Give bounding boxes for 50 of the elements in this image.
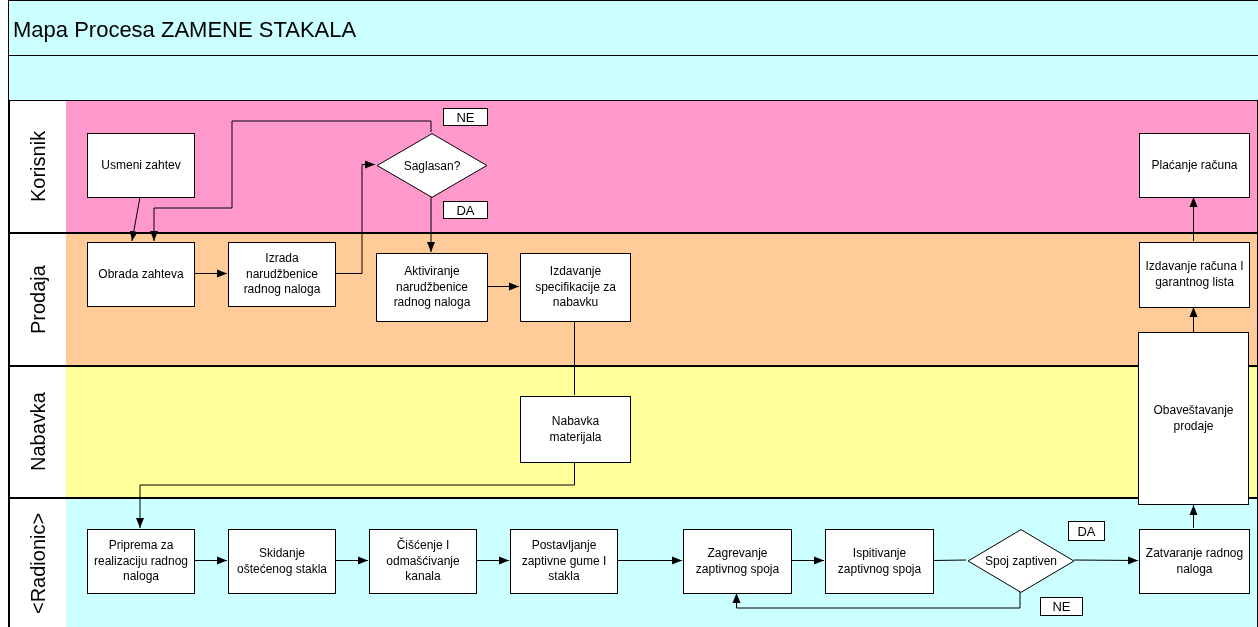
process-box: Izdavanje računa I garantnog lista <box>1139 242 1250 308</box>
arrow <box>1189 504 1198 529</box>
arrow <box>1189 306 1198 333</box>
process-box: Plaćanje računa <box>1139 133 1250 198</box>
arrow <box>1189 196 1198 242</box>
arrow <box>334 160 376 274</box>
process-box: Priprema za realizaciju radnog naloga <box>87 529 195 594</box>
lane-label: <Radionic> <box>9 499 66 627</box>
process-box: Nabavka materijala <box>520 396 631 463</box>
edge-label: NE <box>443 108 488 126</box>
arrow <box>193 556 228 565</box>
swimlane <box>8 100 1258 233</box>
process-box: Obrada zahteva <box>87 242 195 307</box>
arrow <box>1073 556 1139 565</box>
diagram-title: Mapa Procesa ZAMENE STAKALA <box>8 0 1258 56</box>
swimlane <box>8 233 1258 366</box>
connector-line <box>932 559 967 561</box>
lane-label: Nabavka <box>9 367 66 497</box>
arrow <box>334 556 369 565</box>
connector-line <box>574 320 575 396</box>
lane-label: Prodaja <box>9 234 66 365</box>
arrow <box>136 461 575 529</box>
process-box: Usmeni zahtev <box>87 133 195 198</box>
process-box: Čišćenje I odmašćivanje kanala <box>369 529 477 594</box>
edge-label: DA <box>443 201 488 219</box>
arrow <box>616 556 683 565</box>
swimlane <box>8 498 1258 627</box>
process-box: Zatvaranje radnog naloga <box>1139 529 1250 594</box>
arrow <box>427 196 435 253</box>
process-box: Postavljanje zaptivne gume I stakla <box>510 529 618 594</box>
process-box: Izdavanje specifikacije za nabavku <box>520 253 631 322</box>
arrow <box>732 591 1021 609</box>
process-box: Obaveštavanje prodaje <box>1138 332 1249 505</box>
arrow <box>193 269 228 278</box>
process-box: Ispitivanje zaptivnog spoja <box>825 529 934 594</box>
arrow <box>150 120 432 242</box>
arrow <box>475 556 510 565</box>
decision-diamond: Spoj zaptiven <box>967 529 1075 593</box>
arrow <box>129 196 141 242</box>
edge-label: NE <box>1040 597 1083 616</box>
decision-diamond: Saglasan? <box>376 133 488 198</box>
process-box: Aktiviranje narudžbenice radnog naloga <box>376 253 488 322</box>
edge-label: DA <box>1068 521 1105 541</box>
lane-label: Korisnik <box>9 101 66 232</box>
swimlane <box>8 366 1258 498</box>
arrow <box>486 282 520 291</box>
process-box: Izrada narudžbenice radnog naloga <box>228 242 336 307</box>
process-box: Skidanje oštećenog stakla <box>228 529 336 594</box>
arrow <box>790 556 825 565</box>
process-box: Zagrevanje zaptivnog spoja <box>683 529 792 594</box>
